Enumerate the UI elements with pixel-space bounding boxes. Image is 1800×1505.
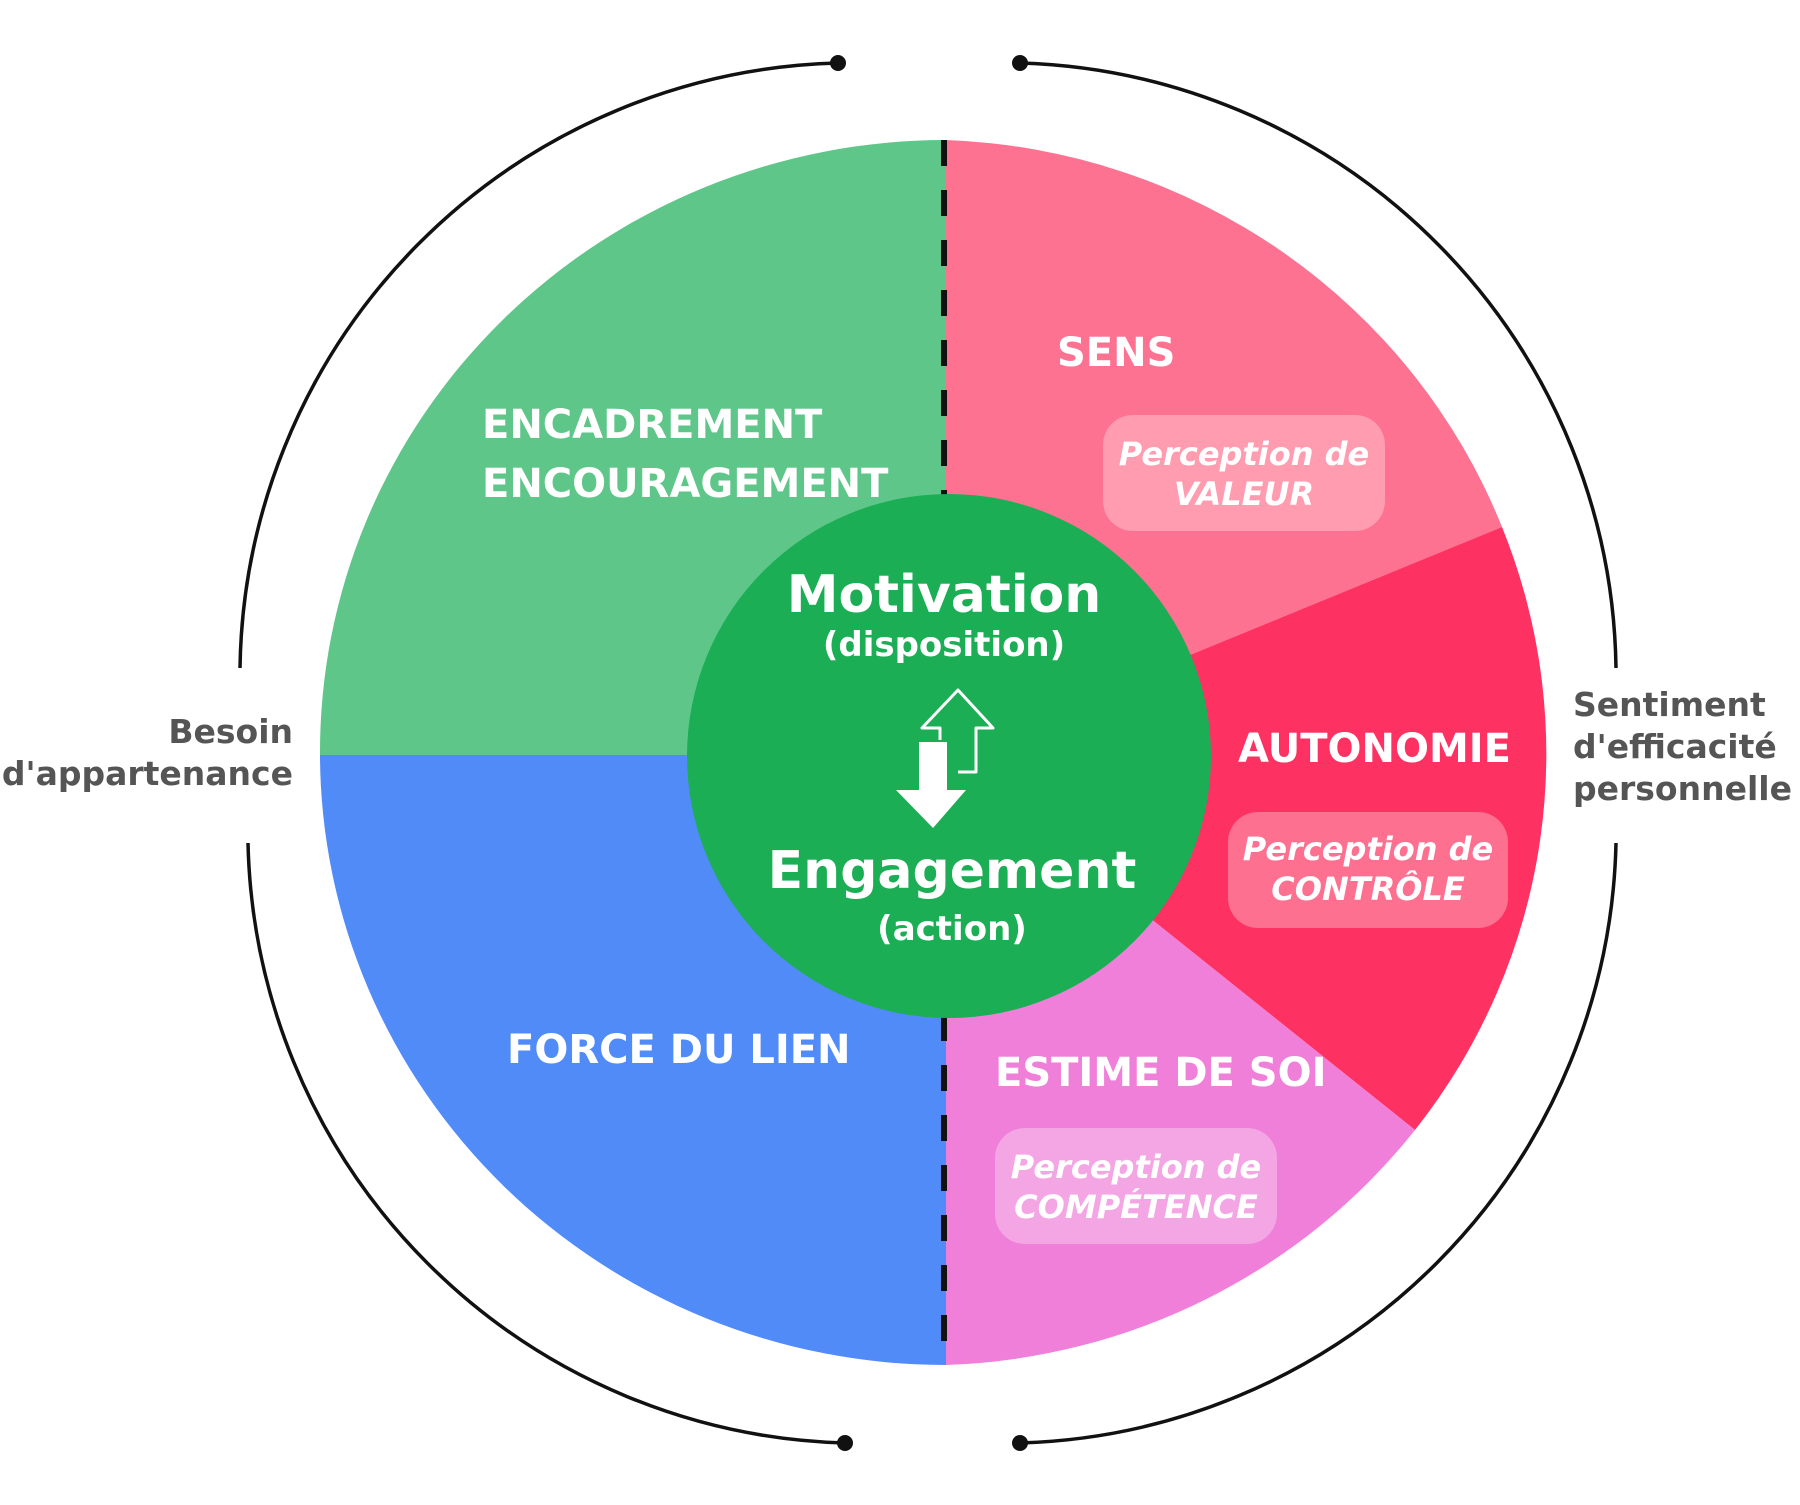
left-label-line2: d'appartenance [2,754,293,793]
right-bracket-arc-bottom [1019,842,1618,1445]
pill-competence-line2: COMPÉTENCE [1014,1188,1258,1226]
center-title-engagement: Engagement [768,841,1137,901]
encadrement-label-line2: ENCOURAGEMENT [482,461,889,507]
estime-label: ESTIME DE SOI [995,1050,1327,1096]
down-arrow-filled-icon [896,742,966,828]
left-bracket-dot-top [830,55,846,71]
center-title-motivation: Motivation [787,565,1102,625]
right-label-line3: personnelle [1573,769,1792,808]
sens-label: SENS [1057,330,1175,376]
right-label-line2: d'efficacité [1573,727,1777,766]
left-label-line1: Besoin [168,712,293,751]
left-bracket-arc-bottom [246,842,846,1445]
pill-valeur-line2: VALEUR [1174,475,1314,513]
up-down-arrows-icon [896,688,995,828]
force-du-lien-label: FORCE DU LIEN [507,1027,851,1073]
pill-competence: Perception de COMPÉTENCE [995,1128,1277,1244]
pill-valeur-line1: Perception de [1119,435,1369,473]
left-bracket [238,55,853,1451]
center-circle [687,494,1211,1018]
pill-controle: Perception de CONTRÔLE [1228,812,1508,928]
pill-controle-line1: Perception de [1243,830,1493,868]
right-bracket [1012,55,1618,1451]
pill-valeur: Perception de VALEUR [1103,415,1385,531]
autonomie-label: AUTONOMIE [1238,726,1511,772]
right-label-line1: Sentiment [1573,685,1766,724]
right-bracket-arc-top [1019,61,1618,669]
pill-competence-line1: Perception de [1011,1148,1261,1186]
pill-controle-line2: CONTRÔLE [1271,869,1465,908]
left-bracket-dot-bottom [837,1435,853,1451]
encadrement-label-line1: ENCADREMENT [482,402,823,448]
left-bracket-arc-top [238,61,839,669]
up-arrow-outline-icon [920,688,995,774]
right-bracket-dot-top [1012,55,1028,71]
center-sub-disposition: (disposition) [823,625,1065,665]
center-sub-action: (action) [877,909,1027,949]
right-bracket-dot-bottom [1012,1435,1028,1451]
